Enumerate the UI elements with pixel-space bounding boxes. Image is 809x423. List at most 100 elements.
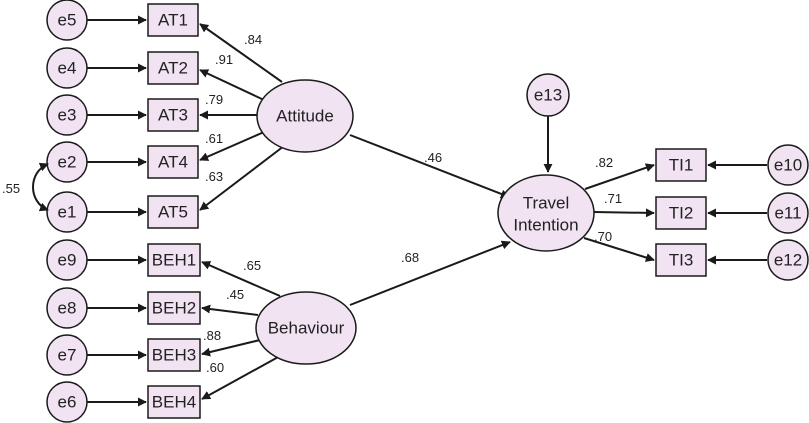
- indicator-label-ti1: TI1: [669, 156, 694, 175]
- structural-path-attitude-ti: [349, 134, 510, 199]
- error-label-e7: e7: [58, 346, 77, 365]
- indicator-label-beh1: BEH1: [152, 251, 196, 270]
- indicator-at3: AT3: [147, 98, 199, 132]
- loading-label-ti3: .70: [594, 229, 612, 244]
- loading-label-beh1: .65: [243, 258, 261, 273]
- indicator-box-beh4: [147, 385, 201, 419]
- latent-ellipse-behaviour: [255, 291, 357, 365]
- latent-label-attitude: Attitude: [276, 107, 334, 126]
- indicator-label-at2: AT2: [158, 59, 188, 78]
- latent-behaviour: Behaviour: [255, 291, 357, 365]
- loading-path-ti3: [583, 237, 655, 262]
- error-label-e9: e9: [58, 251, 77, 270]
- loading-label-at5: .63: [205, 169, 223, 184]
- error-circle-e8: [46, 287, 88, 329]
- latent-attitude: Attitude: [256, 79, 354, 153]
- error-label-e5: e5: [58, 11, 77, 30]
- loading-label-beh3: .88: [203, 328, 221, 343]
- indicator-box-ti2: [655, 196, 707, 230]
- error-circle-e6: [46, 381, 88, 423]
- latent-label-intention: Intention: [513, 216, 578, 235]
- covariance-e2-e1: [32, 162, 49, 212]
- error-e10: e10: [707, 144, 809, 186]
- error-e2: e2: [46, 141, 147, 183]
- indicator-label-at1: AT1: [158, 11, 188, 30]
- loading-path-beh4: [201, 355, 281, 400]
- structural-path-behaviour-ti: [349, 240, 511, 306]
- error-circle-e2: [46, 141, 88, 183]
- error-circle-e5: [46, 0, 88, 41]
- indicator-label-at4: AT4: [158, 153, 188, 172]
- loading-label-ti2: .71: [604, 191, 622, 206]
- error-e11: e11: [707, 192, 809, 234]
- indicator-label-beh4: BEH4: [152, 393, 196, 412]
- indicator-box-at5: [147, 195, 199, 229]
- error-label-e8: e8: [58, 299, 77, 318]
- indicator-label-ti2: TI2: [669, 204, 694, 223]
- indicator-box-ti1: [655, 148, 707, 182]
- loading-path-at4: [199, 131, 265, 161]
- error-e7: e7: [46, 334, 147, 376]
- indicator-label-at5: AT5: [158, 203, 188, 222]
- disturbance-e13: e13: [526, 73, 570, 117]
- loading-label-at1: .84: [244, 32, 262, 47]
- indicator-ti1: TI1: [655, 148, 707, 182]
- error-e4: e4: [46, 47, 147, 89]
- loading-label-beh4: .60: [206, 360, 224, 375]
- latent-label-behaviour: Behaviour: [268, 319, 345, 338]
- indicator-beh3: BEH3: [147, 338, 201, 372]
- loading-label-ti1: .82: [595, 155, 613, 170]
- error-circle-e9: [46, 239, 88, 281]
- loading-label-at2: .91: [215, 52, 233, 67]
- loading-path-ti1: [584, 163, 655, 190]
- indicator-ti3: TI3: [655, 243, 707, 277]
- latent-travel-intention: Travel Intention: [497, 174, 595, 252]
- indicator-box-at2: [147, 51, 199, 85]
- error-circle-e3: [46, 94, 88, 136]
- error-label-e4: e4: [58, 59, 77, 78]
- structural-label-attitude: .46: [424, 150, 442, 165]
- loading-path-at5: [199, 145, 285, 211]
- error-circle-e12: [767, 239, 809, 281]
- indicator-at2: AT2: [147, 51, 199, 85]
- indicator-box-beh3: [147, 338, 201, 372]
- loading-path-beh3: [201, 339, 261, 357]
- error-e3: e3: [46, 94, 147, 136]
- loading-label-at3: .79: [205, 92, 223, 107]
- loading-label-at4: .61: [205, 131, 223, 146]
- indicator-at4: AT4: [147, 145, 199, 179]
- indicator-box-beh1: [147, 243, 201, 277]
- structural-label-behaviour: .68: [401, 250, 419, 265]
- error-label-e3: e3: [58, 106, 77, 125]
- indicator-ti2: TI2: [655, 196, 707, 230]
- indicator-box-ti3: [655, 243, 707, 277]
- indicator-label-beh2: BEH2: [152, 299, 196, 318]
- indicator-box-at1: [147, 3, 199, 37]
- loading-path-at2: [199, 69, 265, 101]
- indicator-at1: AT1: [147, 3, 199, 37]
- error-label-e2: e2: [58, 153, 77, 172]
- indicator-box-at3: [147, 98, 199, 132]
- loading-path-beh1: [201, 261, 281, 297]
- error-e8: e8: [46, 287, 147, 329]
- error-e9: e9: [46, 239, 147, 281]
- error-e12: e12: [707, 239, 809, 281]
- indicator-label-ti3: TI3: [669, 251, 694, 270]
- error-e1: e1: [46, 191, 147, 233]
- error-circle-e7: [46, 334, 88, 376]
- indicator-beh2: BEH2: [147, 291, 201, 325]
- error-circle-e1: [46, 191, 88, 233]
- latent-label-travel: Travel: [523, 194, 570, 213]
- error-label-e10: e10: [774, 156, 802, 175]
- indicator-label-at3: AT3: [158, 106, 188, 125]
- indicator-beh4: BEH4: [147, 385, 201, 419]
- error-circle-e11: [767, 192, 809, 234]
- latent-ellipse-attitude: [256, 79, 354, 153]
- covariance-label: .55: [2, 181, 20, 196]
- disturbance-label: e13: [534, 86, 562, 105]
- error-e6: e6: [46, 381, 147, 423]
- error-label-e12: e12: [774, 251, 802, 270]
- error-label-e6: e6: [58, 393, 77, 412]
- loading-path-at1: [199, 23, 283, 83]
